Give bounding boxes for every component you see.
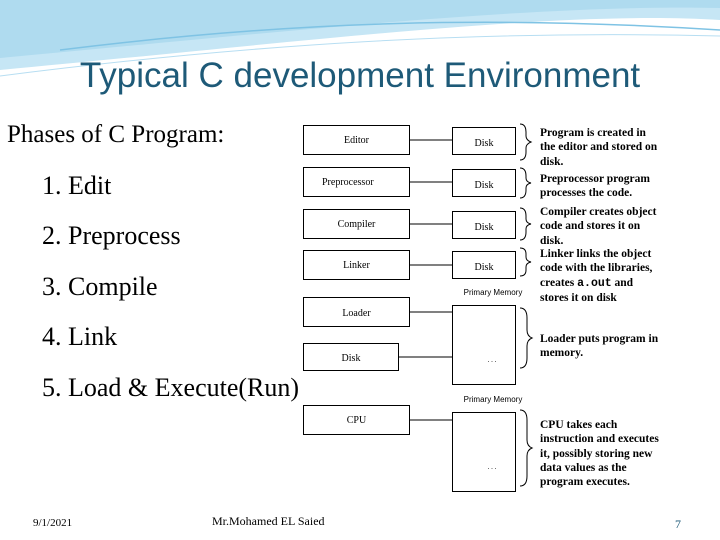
page-title: Typical C development Environment <box>79 56 641 95</box>
braces <box>519 123 534 487</box>
memory-ellipsis-2: . . . <box>487 463 497 471</box>
disk-edit: Disk <box>452 127 516 155</box>
editor-label: Editor <box>344 135 369 146</box>
disk-preprocess: Disk <box>452 169 516 197</box>
phase-preprocess: 2. Preprocess <box>42 221 181 250</box>
phase-link: 4. Link <box>42 322 118 351</box>
cpu-label: CPU <box>346 415 367 426</box>
loader-disk-box: Disk <box>303 343 399 371</box>
primary-memory-label-2: Primary Memory <box>463 395 523 404</box>
diagram-connectors <box>399 139 452 421</box>
footer-page-number: 7 <box>675 517 681 531</box>
disk-compile: Disk <box>452 211 516 239</box>
memory-ellipsis-1: . . . <box>487 356 497 364</box>
note-link-code: a.out <box>577 276 612 290</box>
preprocessor-box: Preprocessor <box>303 167 410 197</box>
loader-label: Loader <box>342 308 371 319</box>
linker-box: Linker <box>303 250 410 280</box>
phase-load-execute: 5. Load & Execute(Run) <box>42 373 300 402</box>
loader-disk-label: Disk <box>341 353 361 364</box>
note-link: Linker links the object code with the li… <box>540 247 662 305</box>
phases-heading: Phases of C Program: <box>7 121 225 148</box>
primary-memory-1: . . . <box>452 305 516 385</box>
note-link-text-end: and stores it on disk <box>540 276 634 304</box>
primary-memory-label-1: Primary Memory <box>463 288 523 297</box>
primary-memory-2: . . . <box>452 412 516 492</box>
disk-link-label: Disk <box>474 262 494 273</box>
disk-edit-label: Disk <box>474 138 494 149</box>
note-preprocess: Preprocessor program processes the code. <box>540 173 650 200</box>
phase-compile: 3. Compile <box>42 272 158 301</box>
compiler-label: Compiler <box>337 219 376 230</box>
disk-link: Disk <box>452 251 516 279</box>
footer-author: Mr.Mohamed EL Saied <box>212 514 325 528</box>
note-load: Loader puts program in memory. <box>540 333 659 360</box>
note-link-text: Linker links the object code with the li… <box>540 248 653 289</box>
disk-preprocess-label: Disk <box>474 180 494 191</box>
editor-box: Editor <box>303 125 410 155</box>
preprocessor-label: Preprocessor <box>322 177 374 188</box>
note-edit: Program is created in the editor and sto… <box>540 127 658 168</box>
compiler-box: Compiler <box>303 209 410 239</box>
disk-compile-label: Disk <box>474 222 494 233</box>
linker-label: Linker <box>343 260 370 271</box>
note-execute: CPU takes each instruction and executes … <box>540 419 659 489</box>
cpu-box: CPU <box>303 405 410 435</box>
loader-box: Loader <box>303 297 410 327</box>
footer-date: 9/1/2021 <box>33 517 73 529</box>
phase-edit: 1. Edit <box>42 171 112 200</box>
note-compile: Compiler creates object code and stores … <box>540 206 657 247</box>
